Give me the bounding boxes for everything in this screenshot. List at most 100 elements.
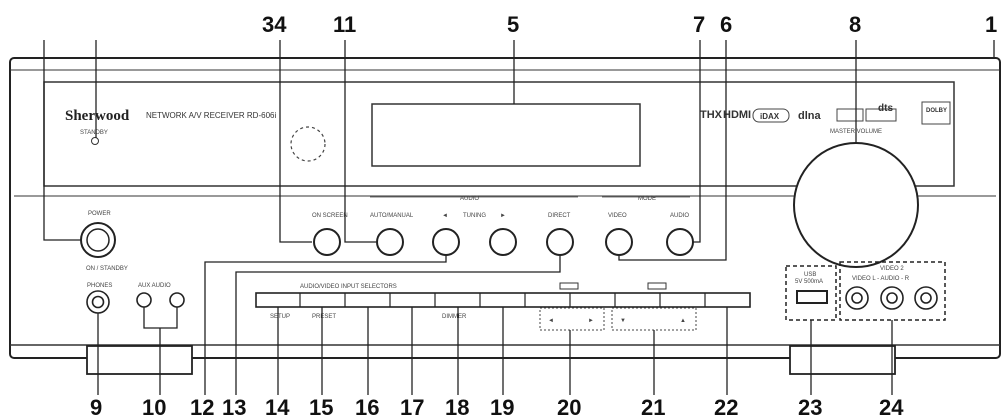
bracket-20-right: ► [588, 318, 594, 324]
video2-sub-label: VIDEO L - AUDIO - R [852, 276, 910, 282]
audio-mode-button[interactable] [666, 228, 694, 256]
leader-7 [693, 40, 701, 243]
callout-23: 23 [798, 395, 822, 420]
callout-10: 10 [142, 395, 166, 420]
aux-label: AUX AUDIO [138, 283, 171, 289]
audio-mode-label: AUDIO [670, 213, 689, 219]
leader-power [43, 40, 82, 241]
setup-label: SETUP [270, 314, 290, 320]
logo-box-b [865, 108, 897, 122]
tuning-right-label: ► [500, 213, 506, 219]
callout-9: 9 [90, 395, 102, 420]
audio-group-label: AUDIO [460, 196, 479, 202]
preset-label: PRESET [312, 314, 336, 320]
callout-12: 12 [190, 395, 214, 420]
video2-audio-left-jack[interactable] [886, 292, 898, 304]
auto-manual-label: AUTO/MANUAL [370, 213, 414, 219]
video2-dashed-box [839, 261, 946, 321]
leader-34 [279, 40, 312, 243]
mode-group-label: MODE [638, 196, 656, 202]
callout-24: 24 [879, 395, 904, 420]
bracket-21-left: ▼ [620, 318, 626, 324]
callout-14: 14 [265, 395, 290, 420]
tuning-left-button[interactable] [432, 228, 460, 256]
bracket-21-right: ▲ [680, 318, 686, 324]
input-row-label: AUDIO/VIDEO INPUT SELECTORS [300, 284, 397, 290]
on-screen-label: ON SCREEN [312, 213, 348, 219]
aux-jack-left[interactable] [136, 292, 152, 308]
tuning-right-button[interactable] [489, 228, 517, 256]
input-bar-frame [255, 292, 751, 308]
callout-6: 6 [720, 12, 732, 37]
bracket-20 [539, 307, 605, 331]
power-sub-label: ON / STANDBY [86, 266, 128, 272]
usb-port[interactable] [796, 290, 828, 304]
master-volume-knob[interactable] [793, 142, 919, 268]
tuning-left-label: ◄ [442, 213, 448, 219]
on-screen-button[interactable] [313, 228, 341, 256]
indicator-b [647, 282, 667, 290]
logo-idax: iDAX [760, 112, 780, 121]
dimmer-label: DIMMER [442, 314, 467, 320]
aux-jack-right[interactable] [169, 292, 185, 308]
callout-5: 5 [507, 12, 519, 37]
power-label: POWER [88, 211, 111, 217]
input-selector-bar [255, 292, 751, 308]
foot-right [789, 345, 896, 375]
logo-dts: dts [878, 103, 893, 114]
logo-dolby: DOLBY [926, 108, 947, 114]
foot-left [86, 345, 193, 375]
brand-logo: Sherwood [65, 108, 130, 124]
leader-6 [618, 40, 727, 261]
usb-sub-label: 5V 500mA [795, 279, 823, 285]
logo-thx: THX [700, 109, 723, 121]
logo-box-a [836, 108, 864, 122]
direct-button[interactable] [546, 228, 574, 256]
leader-13 [235, 255, 561, 395]
tuning-label: TUNING [463, 213, 486, 219]
callout-19: 19 [490, 395, 514, 420]
callout-11: 11 [333, 12, 356, 37]
leader-lines-bottom [97, 255, 893, 395]
model-line: NETWORK A/V RECEIVER RD-606i [146, 111, 276, 120]
logo-dolby-frame [921, 101, 951, 125]
callouts-top: 34 11 5 7 6 8 1 [262, 12, 997, 37]
leader-12 [204, 255, 447, 395]
video2-audio-right-jack[interactable] [920, 292, 932, 304]
callout-8: 8 [849, 12, 861, 37]
standby-led [91, 137, 99, 145]
power-button[interactable] [86, 228, 110, 252]
callout-7: 7 [693, 12, 705, 37]
direct-label: DIRECT [548, 213, 571, 219]
callout-15: 15 [309, 395, 333, 420]
logo-idax-frame [752, 108, 790, 123]
auto-manual-button[interactable] [376, 228, 404, 256]
callout-16: 16 [355, 395, 379, 420]
callout-1: 1 [985, 12, 997, 37]
phones-jack[interactable] [91, 295, 105, 309]
callout-18: 18 [445, 395, 469, 420]
callout-21: 21 [641, 395, 665, 420]
phones-label: PHONES [87, 283, 112, 289]
callout-17: 17 [400, 395, 424, 420]
callout-34: 34 [262, 12, 287, 37]
video-mode-label: VIDEO [608, 213, 627, 219]
video-mode-button[interactable] [605, 228, 633, 256]
standby-label: STANDBY [80, 130, 108, 136]
indicator-a [559, 282, 579, 290]
callout-13: 13 [222, 395, 246, 420]
callouts-bottom: 9 10 12 13 14 15 16 17 18 19 20 21 22 23… [90, 395, 904, 420]
ir-receiver-window [290, 126, 326, 162]
format-logos: THX HDMI iDAX dlna dts DOLBY [700, 101, 951, 125]
video2-label: VIDEO 2 [880, 266, 904, 272]
callout-22: 22 [714, 395, 738, 420]
callout-20: 20 [557, 395, 581, 420]
fl-display [371, 103, 641, 167]
bracket-20-left: ◄ [548, 318, 554, 324]
leader-11 [344, 40, 376, 243]
leader-10 [143, 307, 178, 395]
leader-lines-top [43, 40, 995, 261]
logo-hdmi: HDMI [723, 109, 751, 121]
video2-video-jack[interactable] [851, 292, 863, 304]
